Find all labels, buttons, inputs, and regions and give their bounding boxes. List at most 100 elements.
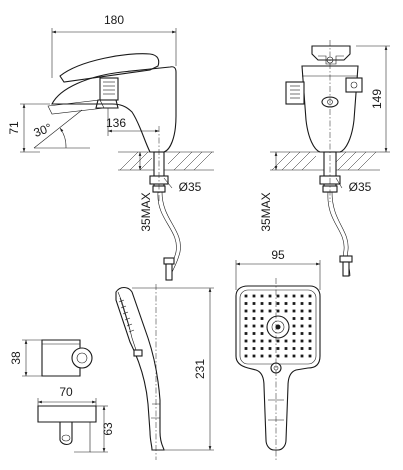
nozzle [292, 332, 296, 335]
handshower-side-view [115, 284, 165, 460]
dimension-handshower-width: 95 [235, 248, 321, 290]
nozzle [260, 347, 264, 350]
nozzle [300, 339, 304, 343]
nozzle [252, 354, 256, 358]
nozzle [252, 332, 256, 335]
nozzle [252, 347, 256, 350]
nozzle [268, 339, 272, 343]
nozzle [276, 294, 280, 298]
dimension-max-thickness-front: 35MAX [259, 152, 278, 232]
nozzle [268, 354, 272, 358]
deck-hatch-side [118, 151, 214, 171]
nozzle [292, 354, 296, 358]
nozzle [260, 317, 264, 320]
nozzle [268, 347, 272, 350]
nozzle [308, 354, 312, 358]
spout-height-label: 71 [7, 121, 21, 135]
nozzle [308, 317, 312, 320]
nozzle [252, 309, 256, 313]
nozzle [284, 354, 288, 358]
nozzle [292, 309, 296, 313]
nozzle [300, 309, 304, 313]
nozzle [260, 354, 264, 358]
nozzle [260, 324, 264, 328]
faucet-front-view [270, 40, 380, 277]
max-thickness-side-label: 35MAX [139, 192, 153, 231]
nozzle [244, 317, 248, 320]
dimension-holder-width: 70 [37, 385, 97, 406]
holder-width-label: 70 [59, 385, 73, 399]
wall-holder-top [41, 339, 93, 377]
nozzle [252, 317, 256, 320]
wall-holder-side [37, 405, 97, 453]
nozzle [292, 324, 296, 328]
nozzle [300, 332, 304, 335]
nozzle [260, 339, 264, 343]
nozzle [308, 339, 312, 343]
faucet-side-view [33, 53, 214, 281]
holder-height-label: 38 [9, 351, 23, 365]
nozzle [292, 317, 296, 320]
dimension-spout-height: 71 [7, 103, 50, 153]
nozzle [308, 294, 312, 298]
nozzle [244, 302, 248, 305]
nozzle [300, 324, 304, 328]
spray-face [244, 294, 312, 358]
spout-reach-label: 136 [106, 116, 126, 130]
handshower-width-label: 95 [271, 248, 285, 262]
nozzle [276, 347, 280, 350]
faucet-width-label: 180 [104, 13, 124, 27]
nozzle [268, 294, 272, 298]
max-thickness-front-label: 35MAX [259, 192, 273, 231]
dimension-holder-height: 38 [9, 339, 42, 377]
nozzle [308, 332, 312, 335]
dimension-spout-angle: 30° [32, 120, 67, 149]
dimension-hole-diameter-side: Ø35 [163, 177, 202, 194]
hole-diameter-front-label: Ø35 [349, 180, 372, 194]
nozzle [252, 294, 256, 298]
nozzle [244, 347, 248, 350]
nozzle [292, 294, 296, 298]
nozzle [252, 302, 256, 305]
dimension-max-thickness-side: 35MAX [138, 152, 153, 232]
holder-depth-label: 63 [101, 422, 115, 436]
dimension-faucet-height: 149 [356, 45, 390, 153]
nozzle [300, 354, 304, 358]
nozzle [260, 302, 264, 305]
handshower-length-label: 231 [193, 359, 207, 379]
nozzle [276, 339, 280, 343]
nozzle [284, 339, 288, 343]
dimension-faucet-width: 180 [51, 13, 177, 78]
nozzle [300, 317, 304, 320]
nozzle [244, 324, 248, 328]
nozzle [292, 302, 296, 305]
nozzle [260, 294, 264, 298]
nozzle [252, 339, 256, 343]
nozzle [268, 302, 272, 305]
nozzle [276, 309, 280, 313]
nozzle [244, 309, 248, 313]
nozzle [284, 302, 288, 305]
nozzle [284, 347, 288, 350]
nozzle [252, 324, 256, 328]
dimension-hole-diameter-front: Ø35 [335, 177, 372, 194]
nozzle [308, 309, 312, 313]
nozzle [260, 309, 264, 313]
nozzle [244, 339, 248, 343]
nozzle [292, 347, 296, 350]
nozzle [260, 332, 264, 335]
nozzle [300, 302, 304, 305]
nozzle [244, 294, 248, 298]
nozzle [308, 302, 312, 305]
nozzle [292, 339, 296, 343]
nozzle [276, 354, 280, 358]
nozzle [268, 309, 272, 313]
hole-diameter-side-label: Ø35 [179, 180, 202, 194]
dimension-spout-reach: 136 [106, 108, 159, 136]
faucet-height-label: 149 [370, 89, 384, 109]
nozzle [300, 347, 304, 350]
handshower-front-view [235, 278, 321, 460]
nozzle [276, 302, 280, 305]
dimension-handshower-length: 231 [132, 287, 214, 451]
